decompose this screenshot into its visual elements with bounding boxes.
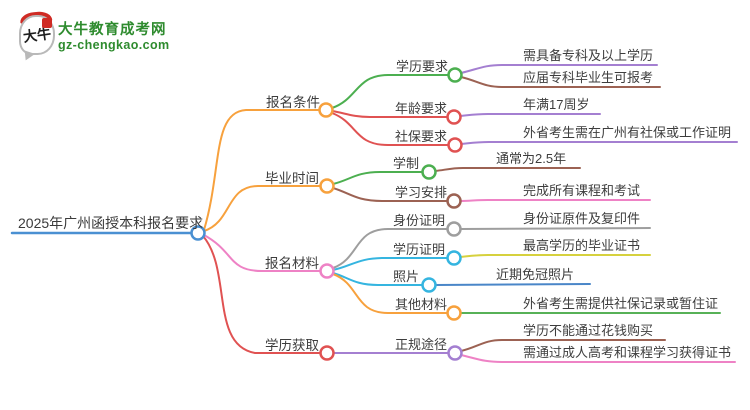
edge-graduation-study-plan: [332, 187, 448, 202]
leaf-college-degree-needed[interactable]: 需具备专科及以上学历: [523, 48, 654, 63]
leaf-diploma[interactable]: 最高学历的毕业证书: [523, 238, 641, 253]
sub-legit-channel-label[interactable]: 正规途径: [395, 337, 448, 352]
leaf-line-fresh-graduates-ok: [460, 76, 661, 88]
sub-study-length-label[interactable]: 学制: [393, 156, 420, 171]
sub-photo-label[interactable]: 照片: [393, 269, 420, 284]
sub-education-req-label[interactable]: 学历要求: [396, 59, 449, 74]
leaf-line-age-17: [459, 113, 601, 117]
social-security-req-node-handle[interactable]: [447, 137, 463, 153]
leaf-out-province-ss[interactable]: 外省考生需在广州有社保或工作证明: [523, 125, 732, 140]
edge-graduation-study-length: [332, 171, 423, 185]
logo-seal-icon: [42, 18, 52, 28]
id-proof-node-handle[interactable]: [446, 221, 462, 237]
leaf-line-diploma: [459, 254, 651, 258]
branch-conditions-label[interactable]: 报名条件: [266, 95, 320, 110]
sub-age-req-label[interactable]: 年龄要求: [395, 101, 448, 116]
edge-root-graduation-time: [203, 185, 321, 232]
conditions-node-handle[interactable]: [318, 102, 334, 118]
edge-materials-edu-proof: [332, 257, 448, 271]
branch-materials-label[interactable]: 报名材料: [265, 256, 319, 271]
edge-root-materials: [203, 234, 321, 272]
leaf-line-id-copy: [459, 227, 651, 230]
sub-id-proof-label[interactable]: 身份证明: [393, 213, 446, 228]
leaf-complete-courses[interactable]: 完成所有课程和考试: [523, 183, 641, 198]
study-length-node-handle[interactable]: [421, 164, 437, 180]
leaf-line-college-degree-needed: [460, 64, 658, 74]
sub-social-security-req-label[interactable]: 社保要求: [395, 129, 448, 144]
education-req-node-handle[interactable]: [447, 67, 463, 83]
branch-degree-acquisition-label[interactable]: 学历获取: [265, 338, 319, 353]
study-plan-node-handle[interactable]: [446, 193, 462, 209]
logo-site-domain: gz-chengkao.com: [58, 38, 170, 52]
leaf-exam-required[interactable]: 需通过成人高考和课程学习获得证书: [523, 345, 732, 360]
leaf-age-17[interactable]: 年满17周岁: [523, 97, 590, 112]
leaf-line-out-province-ss: [460, 141, 738, 145]
legit-channel-node-handle[interactable]: [447, 345, 463, 361]
edge-materials-other: [332, 273, 448, 314]
leaf-ss-record[interactable]: 外省考生需提供社保记录或暂住证: [523, 296, 719, 311]
age-req-node-handle[interactable]: [446, 109, 462, 125]
leaf-line-exam-required: [460, 354, 736, 363]
leaf-id-copy[interactable]: 身份证原件及复印件: [523, 211, 641, 226]
root-node-handle[interactable]: [190, 225, 206, 241]
photo-node-handle[interactable]: [421, 277, 437, 293]
sub-study-plan-label[interactable]: 学习安排: [395, 185, 448, 200]
leaf-2-5-years[interactable]: 通常为2.5年: [496, 151, 567, 166]
edge-materials-photo: [332, 272, 423, 286]
edge-conditions-age-req: [331, 110, 448, 118]
edge-root-degree-acquisition: [202, 235, 321, 354]
leaf-line-no-buying: [460, 339, 666, 352]
logo-bubble-tail: [21, 50, 36, 63]
leaf-fresh-graduates-ok[interactable]: 应届专科毕业生可报考: [523, 70, 654, 85]
branch-graduation-time-label[interactable]: 毕业时间: [265, 171, 319, 186]
logo-site-title: 大牛教育成考网: [58, 22, 167, 38]
leaf-no-buying[interactable]: 学历不能通过花钱购买: [523, 323, 654, 338]
sub-edu-proof-label[interactable]: 学历证明: [393, 242, 446, 257]
graduation-time-node-handle[interactable]: [319, 178, 335, 194]
sub-other-materials-label[interactable]: 其他材料: [395, 297, 448, 312]
degree-acquisition-node-handle[interactable]: [319, 345, 335, 361]
other-materials-node-handle[interactable]: [446, 305, 462, 321]
leaf-line-complete-courses: [459, 199, 651, 202]
edge-materials-id-proof: [332, 228, 448, 269]
leaf-line-photo-recent: [434, 283, 591, 286]
edu-proof-node-handle[interactable]: [446, 250, 462, 266]
materials-node-handle[interactable]: [319, 263, 335, 279]
edge-conditions-education-req: [331, 74, 449, 109]
edge-conditions-social-security-req: [331, 112, 449, 146]
site-logo[interactable]: 大牛 大牛教育成考网 gz-chengkao.com: [14, 8, 214, 64]
leaf-photo-recent[interactable]: 近期免冠照片: [496, 267, 575, 282]
leaf-line-2-5-years: [434, 167, 581, 172]
edge-root-conditions: [203, 109, 321, 231]
root-node-label[interactable]: 2025年广州函授本科报名要求: [18, 215, 204, 231]
